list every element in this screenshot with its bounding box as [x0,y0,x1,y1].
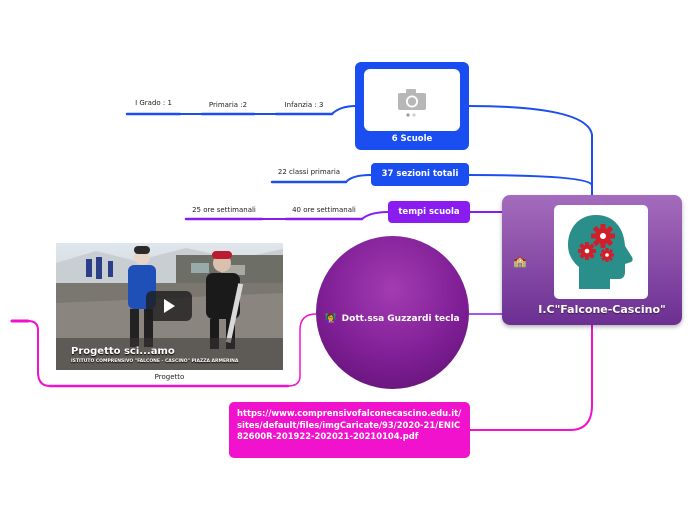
circle-label-wrap: 👩‍🏫 Dott.ssa Guzzardi tecla [316,306,469,325]
label-22-classi[interactable]: 22 classi primaria [277,168,341,176]
node-6-scuole[interactable]: 6 Scuole [355,62,469,150]
video-thumbnail[interactable]: Progetto sci...amo ISTITUTO COMPRENSIVO … [56,243,283,370]
connector-scuole [467,105,593,197]
label-primaria[interactable]: Primaria :2 [208,101,248,109]
label-infanzia[interactable]: Infanzia : 3 [284,101,324,109]
play-icon [164,299,175,313]
label-25-ore[interactable]: 25 ore settimanali [192,206,256,214]
central-image [554,205,648,299]
connector-url [469,321,593,431]
video-title: Progetto sci...amo [71,346,175,357]
node-label: 6 Scuole [391,134,433,144]
connector-progetto-tail [27,320,51,387]
central-node[interactable]: I.C"Falcone-Cascino" [502,195,682,325]
image-placeholder [364,69,460,131]
label-40-ore[interactable]: 40 ore settimanali [292,206,356,214]
central-title: I.C"Falcone-Cascino" [538,303,666,316]
connector-sezioni-classi [345,174,372,183]
node-37-sezioni[interactable]: 37 sezioni totali [371,163,469,186]
node-dott-guzzardi[interactable]: 👩‍🏫 Dott.ssa Guzzardi tecla [316,236,469,389]
label-grado[interactable]: I Grado : 1 [135,99,172,107]
school-icon: 🏫 [513,255,527,268]
connector-dott-progetto [287,313,317,387]
head-gears-icon [568,215,633,289]
play-button[interactable] [146,291,192,321]
node-url-link[interactable]: https://www.comprensivofalconecascino.ed… [229,402,470,458]
connector-sezioni [467,174,593,186]
connector-scuole-infanzia [331,105,357,115]
photo-placeholder-icon [398,89,426,117]
node-tempi-scuola[interactable]: tempi scuola [388,201,470,223]
teacher-icon: 👩‍🏫 [325,314,337,324]
label-progetto[interactable]: Progetto [154,373,185,381]
circle-label: Dott.ssa Guzzardi tecla [341,314,460,324]
video-subtitle: ISTITUTO COMPRENSIVO "FALCONE - CASCINO"… [71,359,239,364]
connector-tempi-40 [361,211,389,220]
